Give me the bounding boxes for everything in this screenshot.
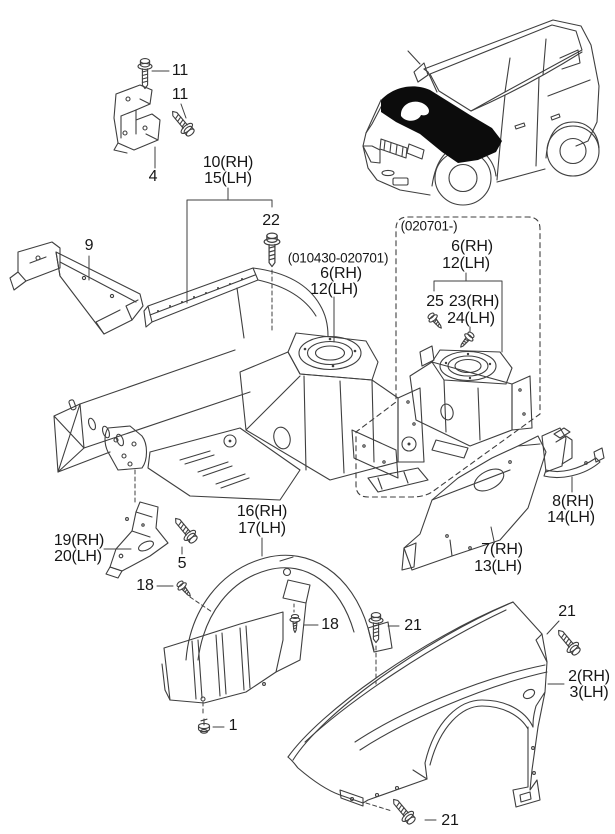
callout-panel-13-lh[interactable]: 13(LH) <box>474 558 522 575</box>
callout-assembly-15-lh[interactable]: 15(LH) <box>204 170 252 187</box>
apron-assembly-early <box>53 267 429 501</box>
callout-bracket-19-rh[interactable]: 19(RH) <box>53 532 105 549</box>
callout-bracket-23-rh[interactable]: 23(RH) <box>448 293 500 310</box>
part-8-14-bracket <box>541 427 605 479</box>
callout-bracket-4[interactable]: 4 <box>148 168 158 185</box>
callout-bolt-21-bottom[interactable]: 21 <box>441 812 459 829</box>
callout-clip-1[interactable]: 1 <box>228 717 238 734</box>
screw-23-24-glyph <box>456 329 477 351</box>
callout-fender-2-rh[interactable]: 2(RH) <box>568 668 610 685</box>
callout-range-early: (010430-020701) <box>287 250 389 266</box>
callout-bolt-22[interactable]: 22 <box>262 212 280 229</box>
part-9-member <box>9 241 144 335</box>
callout-bracket-20-lh[interactable]: 20(LH) <box>54 548 102 565</box>
late-version-dashed-box <box>355 216 541 498</box>
callout-wheelhouse-12-late[interactable]: 12(LH) <box>442 255 490 272</box>
fender-2-3 <box>287 601 548 808</box>
callout-fender-3-lh[interactable]: 3(LH) <box>569 684 609 701</box>
callout-screw-25[interactable]: 25 <box>426 293 444 310</box>
bolt-21-top-glyph <box>552 625 584 659</box>
callout-leader-lines <box>88 70 573 821</box>
callout-bolt-11-lower[interactable]: 11 <box>171 86 189 103</box>
part-4-bracket <box>113 84 161 154</box>
callout-bracket-8-rh[interactable]: 8(RH) <box>552 493 594 510</box>
callout-range-late: (020701-) <box>400 218 458 234</box>
callout-bolt-21-top[interactable]: 21 <box>558 603 576 620</box>
callout-member-9[interactable]: 9 <box>84 237 94 254</box>
screw-25-glyph <box>425 310 446 332</box>
callout-wheelhouse-6-late[interactable]: 6(RH) <box>451 238 493 255</box>
callout-assembly-10-rh[interactable]: 10(RH) <box>202 154 254 171</box>
callout-screw-18-left[interactable]: 18 <box>136 577 154 594</box>
bolt-5-glyph <box>169 513 201 547</box>
bolt-21-bottom-glyph <box>387 794 419 828</box>
callout-guard-16-rh[interactable]: 16(RH) <box>236 503 288 520</box>
callout-bracket-14-lh[interactable]: 14(LH) <box>547 509 595 526</box>
callout-guard-17-lh[interactable]: 17(LH) <box>238 520 286 537</box>
callout-bracket-24-lh[interactable]: 24(LH) <box>447 310 495 327</box>
callout-panel-7-rh[interactable]: 7(RH) <box>481 541 523 558</box>
wheel-guard-16-17 <box>161 554 393 704</box>
minivan-icon <box>362 19 600 206</box>
bolt-22-glyph <box>263 232 281 268</box>
bolt-11-lower-glyph <box>166 106 198 140</box>
callout-bolt-11-upper[interactable]: 11 <box>171 62 189 79</box>
screw-18-left-glyph <box>174 578 195 600</box>
callout-screw-18-right[interactable]: 18 <box>321 616 339 633</box>
callout-bolt-21-mid[interactable]: 21 <box>404 617 422 634</box>
wheelhouse-late <box>409 345 533 459</box>
part-7-13-panel <box>401 435 547 571</box>
bolt-11-upper-glyph <box>137 58 153 90</box>
callout-bolt-5[interactable]: 5 <box>177 555 187 572</box>
screw-18-right-glyph <box>289 613 301 634</box>
callout-wheelhouse-12-early[interactable]: 12(LH) <box>310 281 358 298</box>
clip-1-glyph <box>197 718 211 734</box>
callout-wheelhouse-6-early[interactable]: 6(RH) <box>320 265 362 282</box>
part-19-20-bracket <box>105 501 169 579</box>
